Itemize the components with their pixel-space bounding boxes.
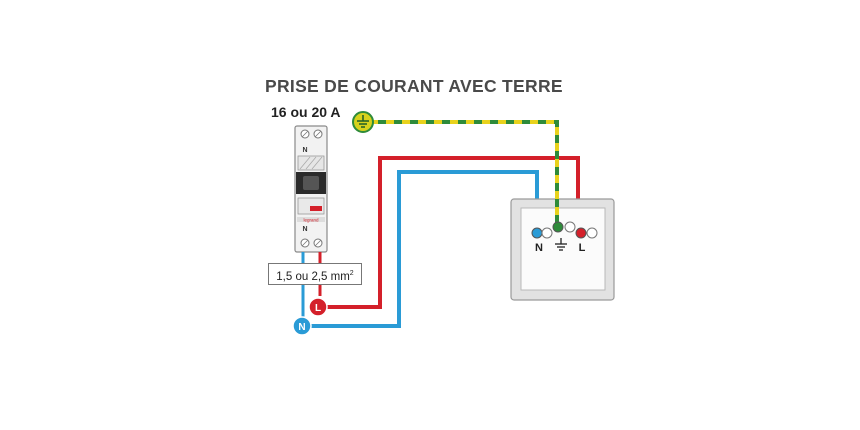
socket-screw-icon xyxy=(586,227,598,239)
breaker-bottom-terminal-label: N xyxy=(302,226,307,233)
socket-screw-icon xyxy=(541,227,553,239)
socket-earth-symbol-icon xyxy=(555,238,567,251)
socket-neutral-terminal xyxy=(531,227,543,239)
socket-neutral-label: N xyxy=(535,242,543,254)
breaker-toggle xyxy=(303,176,319,190)
live-wire xyxy=(325,156,580,309)
supply-neutral-marker: N xyxy=(292,316,312,336)
breaker-brand: legrand xyxy=(303,218,319,223)
neutral-wire xyxy=(310,170,539,328)
diagram-title: PRISE DE COURANT AVEC TERRE xyxy=(265,76,563,96)
socket-live-label: L xyxy=(579,242,586,254)
socket-screw-icon xyxy=(564,221,576,233)
breaker-rating-label: 16 ou 20 A xyxy=(271,104,341,120)
supply-live-label: L xyxy=(315,303,321,314)
earth-symbol-icon xyxy=(352,111,374,133)
breaker-top-terminal-label: N xyxy=(302,147,307,154)
earth-wire xyxy=(370,120,559,228)
cable-section-label: 1,5 ou 2,5 mm2 xyxy=(268,263,362,285)
supply-neutral-label: N xyxy=(298,322,305,333)
socket-earth-terminal xyxy=(552,221,564,233)
socket-live-terminal xyxy=(575,227,587,239)
supply-live-marker: L xyxy=(308,297,328,317)
circuit-breaker: N legrand N xyxy=(294,125,328,253)
